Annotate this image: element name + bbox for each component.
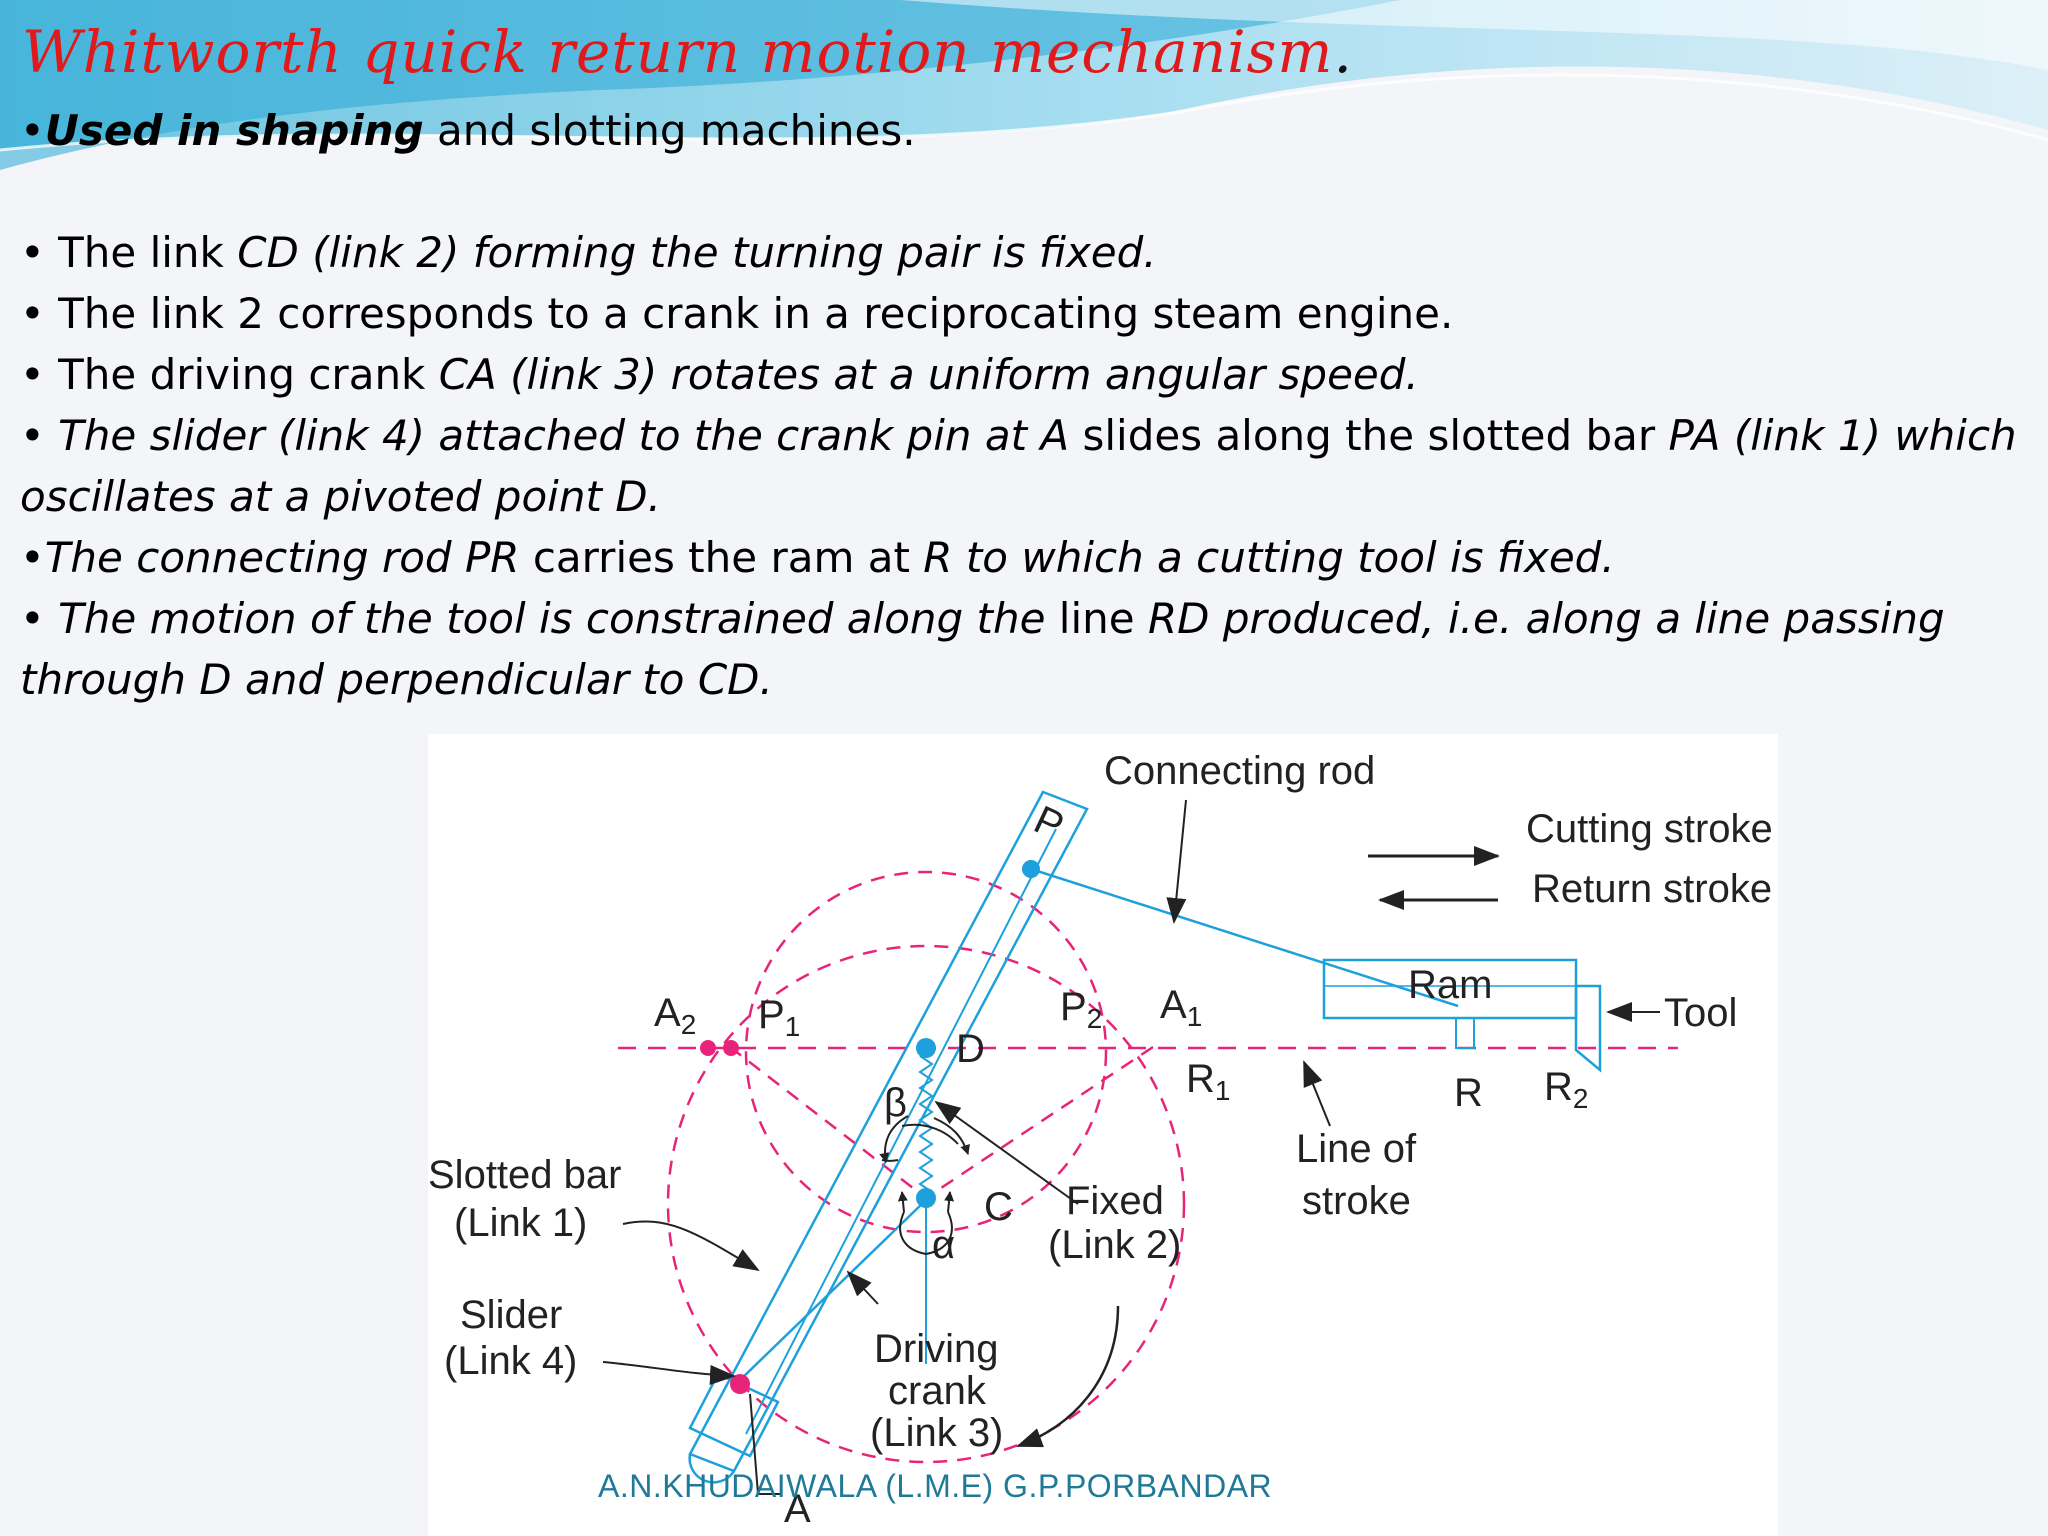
label-slider-2: (Link 4) (444, 1339, 577, 1383)
bullet-item: • The link 2 corresponds to a crank in a… (20, 283, 2030, 344)
alpha-arrow-right (944, 1191, 955, 1213)
label-D: D (956, 1027, 985, 1071)
slotted-bar-rounded-end (688, 1453, 736, 1484)
connecting-rod-line (1030, 867, 1459, 1008)
label-A-leader (749, 1393, 759, 1495)
label-fixed-2: (Link 2) (1048, 1223, 1181, 1267)
driving-crank-link-3 (737, 1199, 927, 1383)
label-driving-crank-1: Driving (874, 1327, 998, 1371)
bullet-item: • The link CD (link 2) forming the turni… (20, 222, 2030, 283)
label-P: P (1027, 798, 1070, 849)
label-return-stroke: Return stroke (1532, 867, 1772, 911)
bullet-marker: • (20, 533, 45, 582)
label-R1: R1 (1186, 1057, 1230, 1106)
bullet-text-run: The driving crank (58, 350, 439, 399)
label-alpha: α (932, 1223, 955, 1267)
tool-shape (1574, 984, 1602, 1073)
driving-crank-pointer (846, 1270, 879, 1305)
bullet-marker: • (20, 411, 59, 460)
bullet-text-run: The slider (link 4) attached to the cran… (58, 411, 1070, 460)
label-connecting-rod: Connecting rod (1104, 749, 1375, 793)
slider-pointer (602, 1361, 736, 1385)
dashed-line-A1-C (925, 1045, 1154, 1200)
point-P (1022, 860, 1040, 878)
point-C (916, 1188, 936, 1208)
slotted-bar-end-path-circle (744, 870, 1108, 1234)
label-P2: P2 (1060, 985, 1102, 1034)
slider-link-4 (688, 1372, 780, 1458)
crank-pin-path-circle (666, 944, 1186, 1464)
point-P1 (723, 1040, 739, 1056)
bullet-text-run: The connecting rod PR (44, 533, 520, 582)
label-tool: Tool (1664, 991, 1737, 1035)
bullet-text-run: R to which a cutting tool is fixed. (923, 533, 1615, 582)
label-cutting-stroke: Cutting stroke (1526, 807, 1773, 851)
label-P1: P1 (758, 993, 800, 1042)
label-A1: A1 (1160, 983, 1202, 1032)
bullet-item: • The motion of the tool is constrained … (20, 588, 2030, 710)
label-fixed-1: Fixed (1066, 1179, 1164, 1223)
diagram-panel: Connecting rod Cutting stroke Return str… (428, 734, 1778, 1536)
bullet-list: •Used in shaping and slotting machines.•… (20, 100, 2030, 710)
bullet-text-run: RD produced, i.e. along a line passing t… (20, 594, 1945, 704)
slide-title: Whitworth quick return motion mechanism. (22, 18, 1353, 86)
bullet-text-run: CD (link 2) forming the turning pair is … (237, 228, 1157, 277)
alpha-arc (899, 1211, 953, 1256)
label-line-of-stroke-2: stroke (1302, 1179, 1411, 1223)
label-R2: R2 (1544, 1065, 1588, 1114)
bullet-item: • The slider (link 4) attached to the cr… (20, 405, 2030, 527)
bullet-marker: • (20, 106, 45, 155)
point-D (916, 1038, 936, 1058)
label-ram: Ram (1408, 963, 1492, 1007)
point-A2 (700, 1040, 716, 1056)
label-slotted-bar-2: (Link 1) (454, 1201, 587, 1245)
alpha-arrow-left (897, 1191, 908, 1213)
fixed-link-2 (918, 1055, 934, 1193)
label-line-of-stroke-1: Line of (1296, 1127, 1417, 1171)
beta-arc-left (879, 1115, 909, 1163)
label-slotted-bar-1: Slotted bar (428, 1153, 621, 1197)
bullet-text-run: carries the ram at (519, 533, 924, 582)
label-beta: β (884, 1081, 907, 1125)
bullet-item: •The connecting rod PR carries the ram a… (20, 527, 2030, 588)
label-slider-1: Slider (460, 1293, 562, 1337)
label-A: A (784, 1487, 811, 1531)
fixed-link-pointer (934, 1100, 1079, 1205)
bullet-text-run: The motion of the tool is constrained al… (58, 594, 1046, 643)
bullet-text-run: The link 2 corresponds to a crank in a r… (58, 289, 1454, 338)
beta-arc-right (933, 1117, 970, 1155)
label-driving-crank-2: crank (888, 1369, 987, 1413)
rotation-direction-arrow (1016, 1305, 1120, 1448)
bullet-text-run: CA (link 3) rotates at a uniform angular… (438, 350, 1419, 399)
bullet-item: • The driving crank CA (link 3) rotates … (20, 344, 2030, 405)
bullet-text-run: The link (58, 228, 238, 277)
label-driving-crank-3: (Link 3) (870, 1411, 1003, 1455)
bullet-text-run: Used in shaping (44, 106, 424, 155)
line-of-stroke-pointer (1303, 1060, 1331, 1127)
bullet-text-run: line (1045, 594, 1148, 643)
dashed-line-A2-C (729, 1046, 927, 1199)
bullet-text-run: PA (link 1) which oscillates at a pivote… (20, 411, 2017, 521)
header-wave-decoration (0, 0, 2048, 170)
label-C: C (984, 1185, 1013, 1229)
connecting-rod-pointer (1166, 799, 1187, 924)
label-R: R (1454, 1071, 1483, 1115)
bullet-text-run: and slotting machines. (423, 106, 916, 155)
slotted-bar-pointer (622, 1220, 760, 1272)
beta-arc (881, 1123, 959, 1162)
ram-pin-r (1455, 1017, 1475, 1049)
point-A (730, 1374, 750, 1394)
footer-credit: A.N.KHUDAIWALA (L.M.E) G.P.PORBANDAR (598, 1468, 1273, 1504)
bullet-item: •Used in shaping and slotting machines. (20, 100, 2030, 161)
slotted-bar-groove (745, 828, 1057, 1435)
bullet-marker: • (20, 594, 59, 643)
bullet-marker: • (20, 350, 59, 399)
label-A2: A2 (654, 991, 696, 1040)
whitworth-mechanism-diagram: Connecting rod Cutting stroke Return str… (428, 749, 1773, 1531)
bullet-marker: • (20, 228, 59, 277)
spacer (20, 161, 2030, 222)
bullet-marker: • (20, 289, 59, 338)
bullet-text-run: slides along the slotted bar (1069, 411, 1669, 460)
